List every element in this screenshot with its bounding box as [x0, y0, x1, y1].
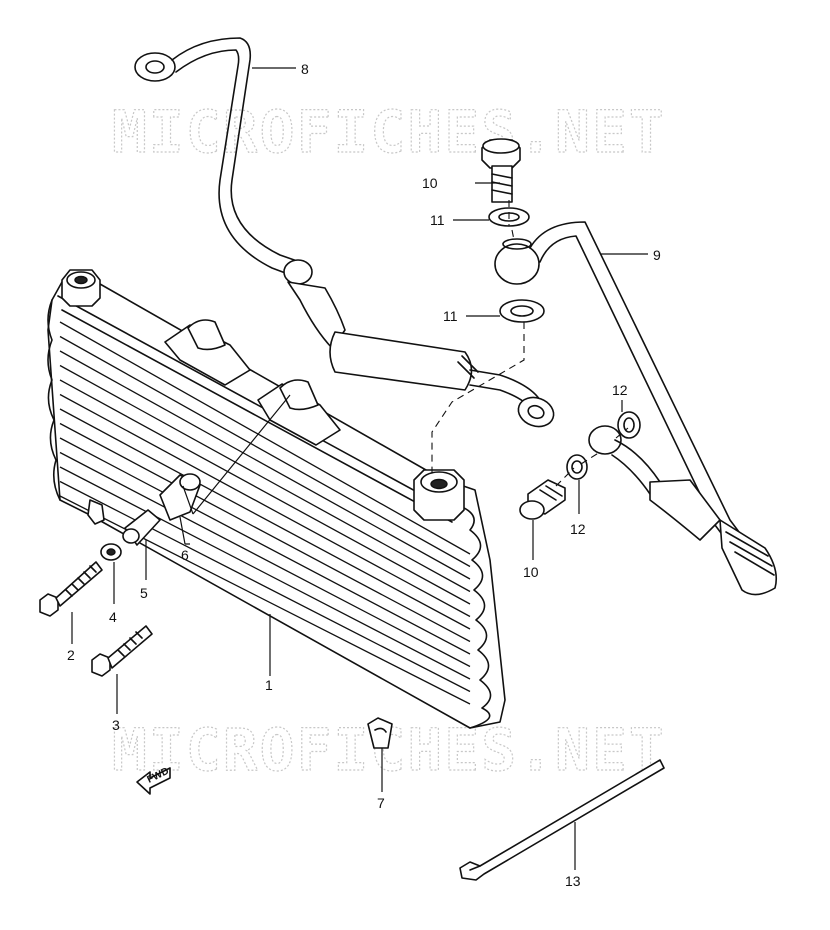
bolt-2: [39, 561, 103, 617]
watermark-top: MICROFICHES.NET: [112, 98, 666, 166]
oil-hose-9: [494, 221, 778, 596]
sealing-washer-12-upper: [617, 411, 641, 439]
callout-13: 13: [565, 873, 581, 889]
callout-8: 8: [301, 61, 309, 77]
sealing-washer-11-lower: [499, 299, 545, 323]
callout-5: 5: [140, 585, 148, 601]
bolt-3: [91, 625, 153, 677]
banjo-bolt-top: [481, 138, 521, 203]
callout-labels: 8 10 11 9 11 12 12 10 6 5 4 2 1 3 7 13: [67, 61, 661, 889]
clamp-7: [367, 717, 393, 749]
collar-6: [159, 473, 201, 521]
leader-lines: [71, 67, 648, 870]
callout-6: 6: [181, 547, 189, 563]
callout-12-upper: 12: [612, 382, 628, 398]
callout-3: 3: [112, 717, 120, 733]
alignment-dashes: [431, 200, 629, 487]
oil-cooler-radiator: [47, 269, 506, 729]
cushion-5: [122, 509, 161, 546]
callout-7: 7: [377, 795, 385, 811]
cooler-fins: [59, 321, 471, 705]
cable-tie-13: [459, 759, 665, 881]
callout-1: 1: [265, 677, 273, 693]
callout-2: 2: [67, 647, 75, 663]
callout-11-top: 11: [430, 212, 445, 228]
oil-hose-8: [134, 37, 555, 428]
washer-4: [100, 543, 122, 561]
callout-9: 9: [653, 247, 661, 263]
banjo-bolt-lower: [519, 479, 566, 520]
callout-10-top: 10: [422, 175, 438, 191]
callout-4: 4: [109, 609, 117, 625]
callout-10-lower: 10: [523, 564, 539, 580]
sealing-washer-12-lower: [566, 454, 588, 480]
callout-12-lower: 12: [570, 521, 586, 537]
callout-11-lower: 11: [443, 308, 458, 324]
